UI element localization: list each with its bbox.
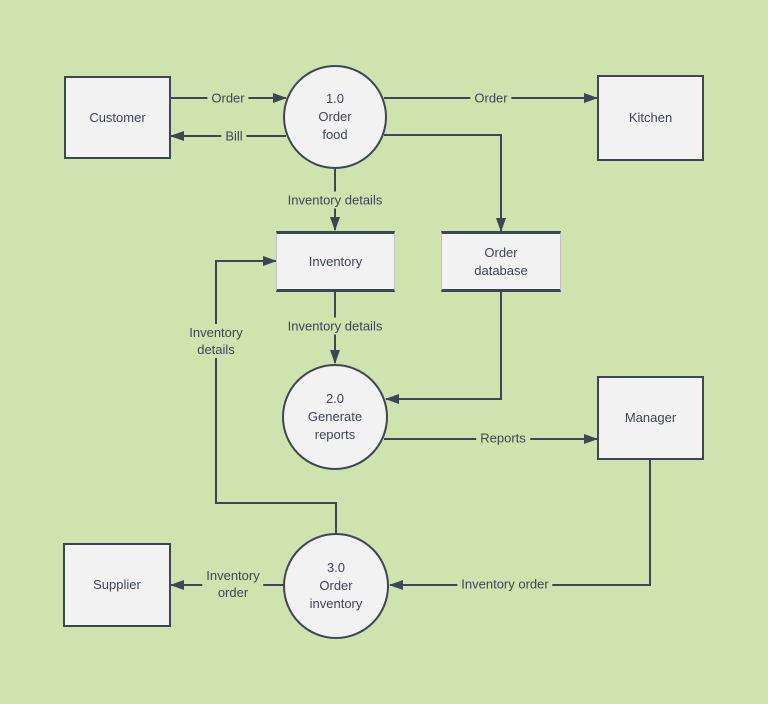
- edge-order-food-to-order-database: [384, 134, 506, 232]
- edge-label-inventory-details-top: Inventory details: [283, 191, 387, 209]
- edge-label-inventory-order-right: Inventory order: [457, 575, 553, 593]
- edge-label-bill: Bill: [221, 127, 247, 145]
- process-generate-reports: 2.0 Generate reports: [282, 364, 388, 470]
- datastore-inventory: Inventory: [276, 231, 395, 292]
- process-order-food: 1.0 Order food: [283, 65, 387, 169]
- datastore-order-database: Order database: [441, 231, 561, 292]
- entity-supplier: Supplier: [63, 543, 171, 627]
- edge-label-reports: Reports: [476, 429, 530, 447]
- entity-manager: Manager: [597, 376, 704, 460]
- edge-label-inventory-details-left: Inventory details: [185, 324, 247, 358]
- edge-label-order-customer: Order: [207, 89, 249, 107]
- edge-label-inventory-order-left: Inventory order: [202, 567, 264, 601]
- edge-order-database-to-generate-reports: [385, 292, 502, 404]
- edge-manager-to-order-inventory: [389, 460, 651, 590]
- edge-label-order-kitchen: Order: [470, 89, 512, 107]
- edge-label-inventory-details-mid: Inventory details: [283, 317, 387, 335]
- entity-kitchen: Kitchen: [597, 75, 704, 161]
- process-order-inventory: 3.0 Order inventory: [283, 533, 389, 639]
- edge-order-inventory-to-inventory: [215, 256, 337, 533]
- entity-customer: Customer: [64, 76, 171, 159]
